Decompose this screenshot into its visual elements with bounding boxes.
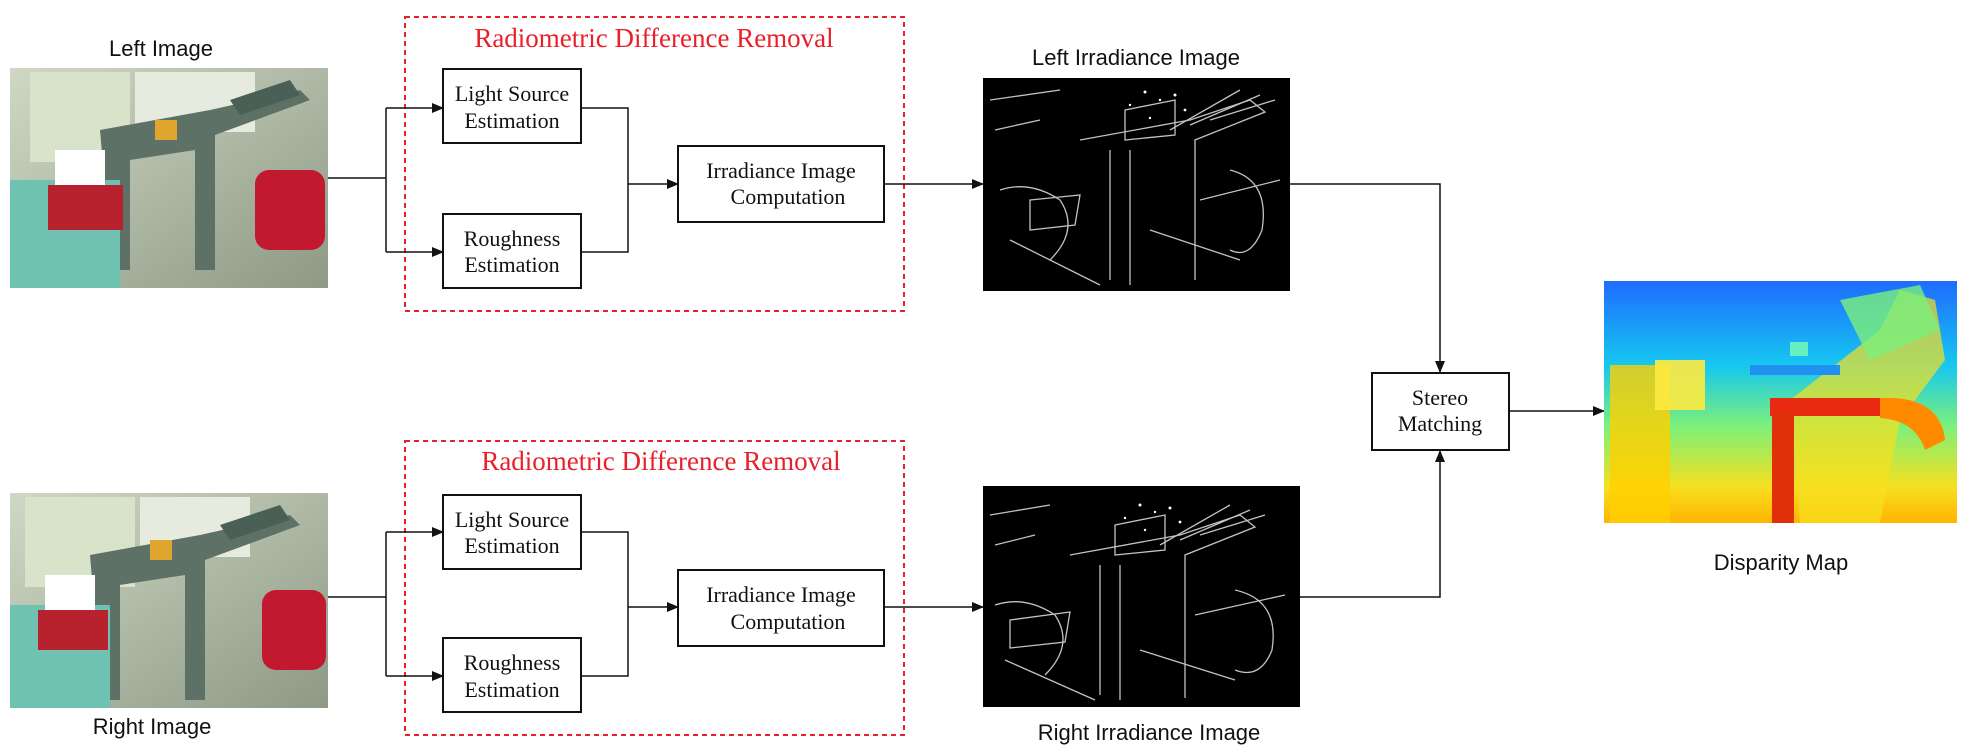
- irradiance-box-top: Irradiance Image Computation: [677, 145, 885, 223]
- light-source-box-top: Light Source Estimation: [442, 68, 582, 144]
- svg-text:Light Source: Light Source: [455, 507, 569, 532]
- left-image: [10, 68, 328, 288]
- left-image-label: Left Image: [109, 36, 213, 61]
- svg-text:Computation: Computation: [731, 184, 846, 209]
- disparity-map-image: [1604, 281, 1957, 523]
- disparity-map-label: Disparity Map: [1714, 550, 1848, 575]
- svg-text:Roughness: Roughness: [464, 226, 561, 251]
- svg-text:Roughness: Roughness: [464, 650, 561, 675]
- roughness-box-bottom: Roughness Estimation: [442, 637, 582, 713]
- svg-text:Estimation: Estimation: [464, 252, 559, 277]
- panel-top-title: Radiometric Difference Removal: [474, 23, 833, 53]
- stereo-matching-box: Stereo Matching: [1371, 372, 1510, 451]
- right-image-label: Right Image: [93, 714, 212, 739]
- left-irradiance-image: [983, 78, 1290, 291]
- svg-text:Matching: Matching: [1398, 411, 1482, 436]
- light-source-box-bottom: Light Source Estimation: [442, 494, 582, 570]
- svg-text:Computation: Computation: [731, 609, 846, 634]
- bottom-connectors: [328, 527, 984, 681]
- svg-text:Stereo: Stereo: [1412, 385, 1468, 410]
- irradiance-box-bottom: Irradiance Image Computation: [677, 569, 885, 647]
- svg-text:Estimation: Estimation: [464, 108, 559, 133]
- svg-text:Light Source: Light Source: [455, 81, 569, 106]
- roughness-box-top: Roughness Estimation: [442, 213, 582, 289]
- irradiance-to-stereo-connectors: [1290, 183, 1445, 598]
- panel-bottom-title: Radiometric Difference Removal: [481, 446, 840, 476]
- right-image: [10, 493, 328, 708]
- right-irradiance-label: Right Irradiance Image: [1038, 720, 1261, 745]
- svg-text:Estimation: Estimation: [464, 677, 559, 702]
- right-irradiance-image: [983, 486, 1300, 707]
- svg-text:Irradiance Image: Irradiance Image: [706, 582, 856, 607]
- svg-text:Estimation: Estimation: [464, 533, 559, 558]
- top-connectors: [328, 103, 984, 257]
- svg-text:Irradiance Image: Irradiance Image: [706, 158, 856, 183]
- left-irradiance-label: Left Irradiance Image: [1032, 45, 1240, 70]
